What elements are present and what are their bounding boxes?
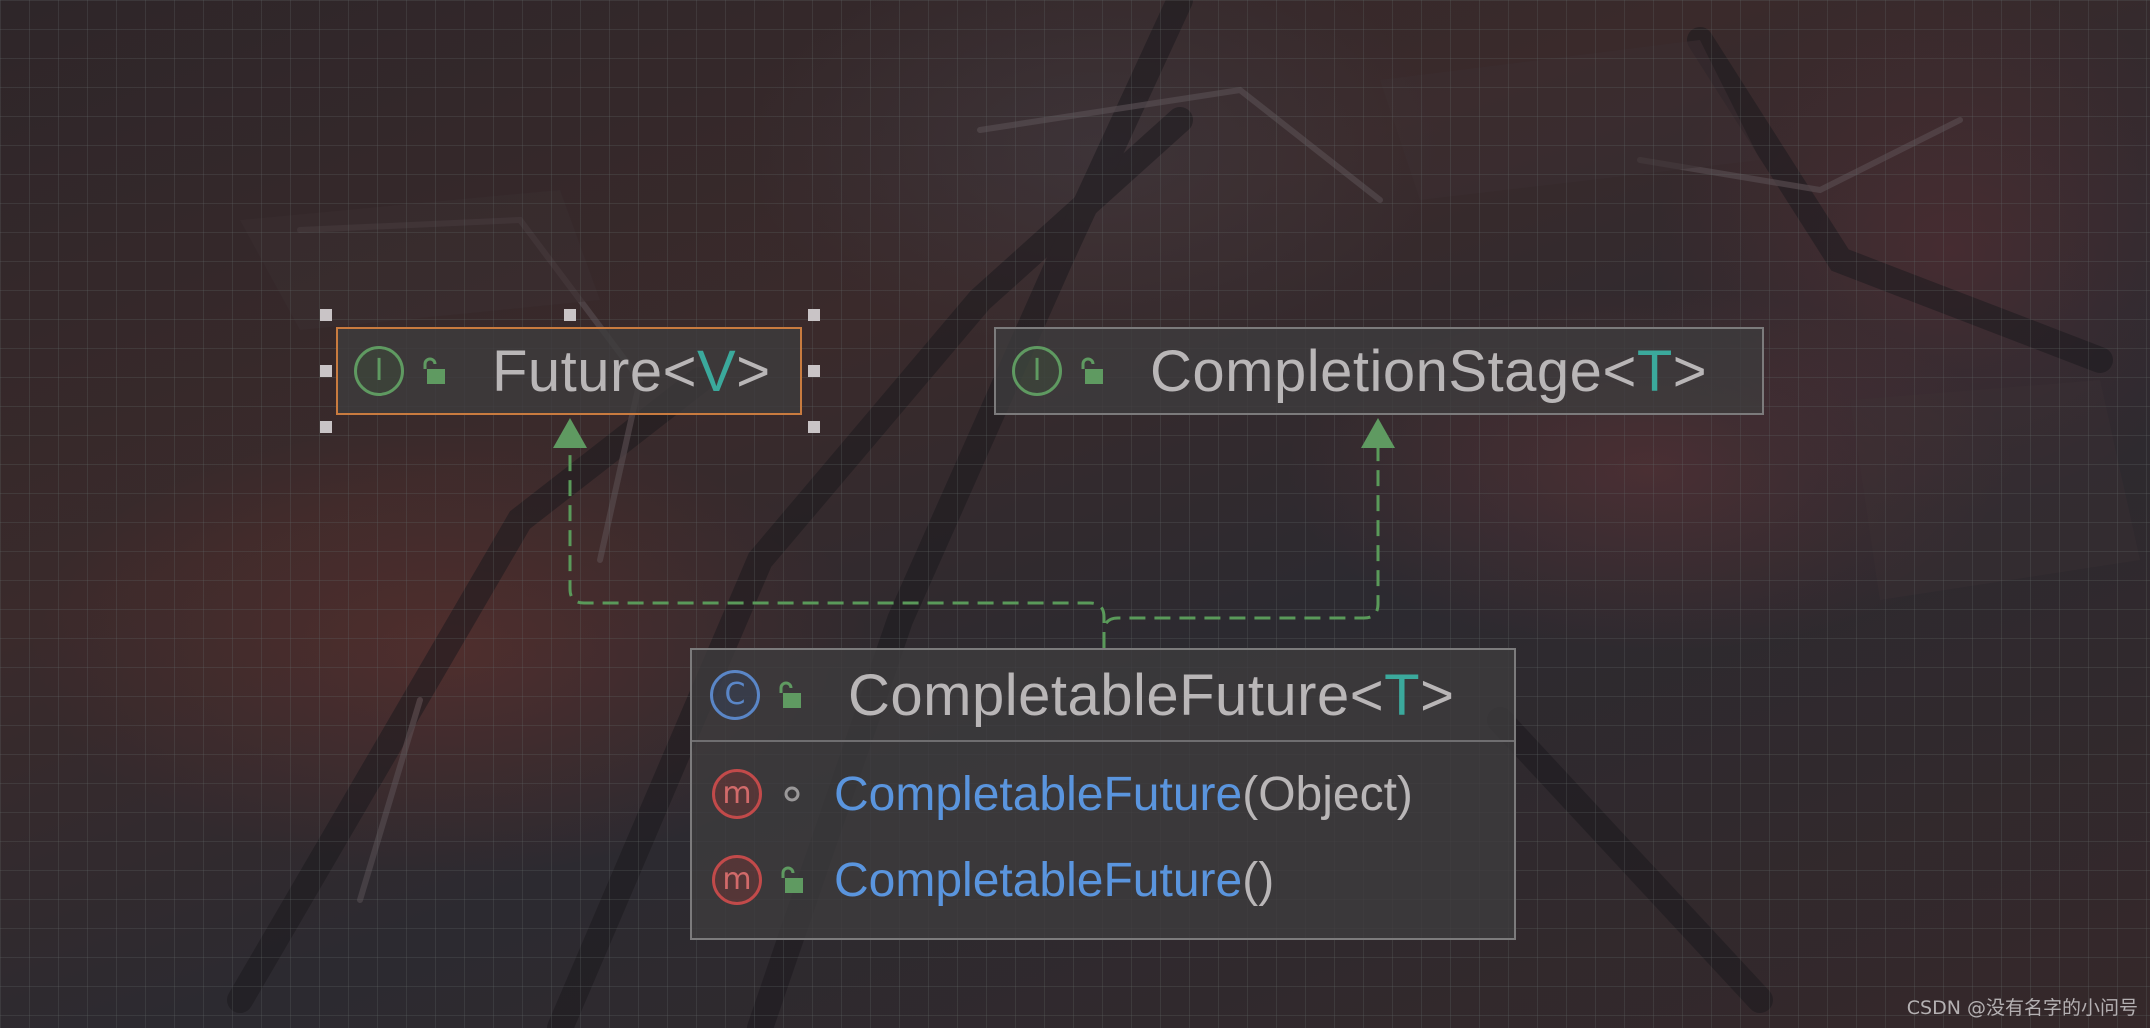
class-icon: C xyxy=(710,670,760,720)
class-name: CompletionStage xyxy=(1150,338,1603,404)
selection-handle-right[interactable] xyxy=(808,365,820,377)
open-bracket: < xyxy=(1349,662,1385,728)
node-completion-stage[interactable]: I CompletionStage<T> xyxy=(994,327,1764,415)
selection-handle-top[interactable] xyxy=(564,309,576,321)
node-future[interactable]: I Future<V> xyxy=(336,327,802,415)
method-name: CompletableFuture xyxy=(834,853,1243,907)
unlock-icon xyxy=(781,866,803,893)
selection-handle-top-left[interactable] xyxy=(320,309,332,321)
interface-icon: I xyxy=(1012,346,1062,396)
watermark: CSDN @没有名字的小问号 xyxy=(1906,997,2138,1019)
arrowhead-future xyxy=(553,418,587,448)
method-params: () xyxy=(1242,853,1275,907)
member-signature: CompletableFuture() xyxy=(834,853,1274,908)
edge-completablefuture-to-completionstage[interactable] xyxy=(1102,445,1380,648)
node-header: C CompletableFuture<T> xyxy=(692,650,1514,740)
method-icon: m xyxy=(712,769,762,819)
member-divider xyxy=(692,740,1514,742)
method-icon: m xyxy=(712,855,762,905)
arrowhead-completionstage xyxy=(1361,418,1395,448)
node-title: CompletionStage<T> xyxy=(1150,338,1707,405)
type-parameter: T xyxy=(1636,338,1673,404)
class-name: Future xyxy=(492,338,663,404)
node-completable-future[interactable]: C CompletableFuture<T> m CompletableFutu… xyxy=(690,648,1516,940)
unlock-icon xyxy=(1081,357,1103,384)
node-title: Future<V> xyxy=(492,338,771,405)
type-parameter: V xyxy=(697,338,737,404)
member-row[interactable]: m CompletableFuture() xyxy=(692,848,1514,912)
node-header: I CompletionStage<T> xyxy=(996,329,1762,413)
unlock-icon xyxy=(779,681,801,708)
selection-handle-left[interactable] xyxy=(320,365,332,377)
unlock-icon xyxy=(423,357,445,384)
selection-handle-bottom-right[interactable] xyxy=(808,421,820,433)
package-private-icon xyxy=(784,786,800,802)
open-bracket: < xyxy=(662,338,698,404)
member-row[interactable]: m CompletableFuture(Object) xyxy=(692,762,1514,826)
method-name: CompletableFuture xyxy=(834,767,1243,821)
method-params: (Object) xyxy=(1242,767,1413,821)
edge-completablefuture-to-future[interactable] xyxy=(568,445,1106,648)
member-signature: CompletableFuture(Object) xyxy=(834,767,1413,822)
class-name: CompletableFuture xyxy=(848,662,1350,728)
node-header: I Future<V> xyxy=(338,329,800,413)
selection-handle-top-right[interactable] xyxy=(808,309,820,321)
open-bracket: < xyxy=(1602,338,1637,404)
node-title: CompletableFuture<T> xyxy=(848,662,1454,729)
close-bracket: > xyxy=(1420,662,1455,728)
close-bracket: > xyxy=(736,338,771,404)
type-parameter: T xyxy=(1384,662,1421,728)
interface-icon: I xyxy=(354,346,404,396)
close-bracket: > xyxy=(1672,338,1708,404)
selection-handle-bottom-left[interactable] xyxy=(320,421,332,433)
